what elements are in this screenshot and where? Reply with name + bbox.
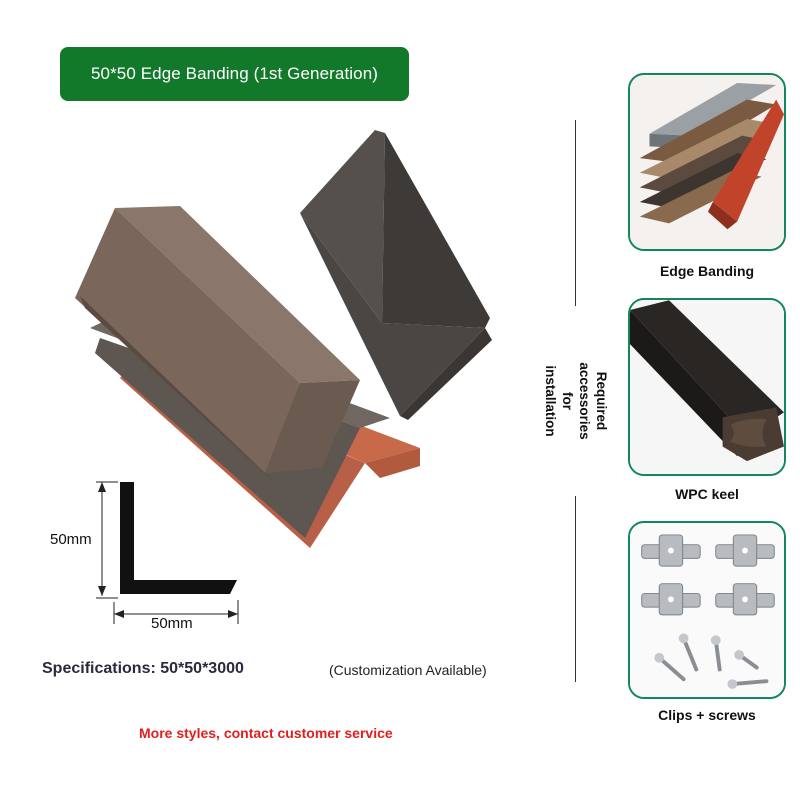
accessory-label-edge-banding: Edge Banding <box>659 263 755 279</box>
product-photo <box>75 130 492 548</box>
accessory-card-edge-banding <box>628 73 786 251</box>
accessories-heading: Required accessories for installation <box>531 362 621 439</box>
accessory-card-wpc-keel <box>628 298 786 476</box>
l-profile-drawing <box>96 481 239 624</box>
specifications-text: Specifications: 50*50*3000 <box>42 660 244 677</box>
width-dimension: 50mm <box>151 615 193 632</box>
height-dimension: 50mm <box>50 531 92 548</box>
contact-note: More styles, contact customer service <box>139 725 393 741</box>
accessory-label-wpc-keel: WPC keel <box>675 486 739 502</box>
divider-line-bottom <box>575 496 576 682</box>
accessory-label-clips-screws: Clips + screws <box>658 707 756 723</box>
title-badge: 50*50 Edge Banding (1st Generation) <box>60 47 409 101</box>
accessory-card-clips-screws <box>628 521 786 699</box>
wpc-keel-icon <box>630 300 784 474</box>
divider-line-top <box>575 120 576 306</box>
page-title: 50*50 Edge Banding (1st Generation) <box>90 64 379 83</box>
clips-screws-icon <box>630 523 784 697</box>
customization-note: (Customization Available) <box>329 662 487 678</box>
edge-banding-icon <box>630 75 784 249</box>
accessories-heading-text: Required accessories for installation <box>543 362 609 440</box>
